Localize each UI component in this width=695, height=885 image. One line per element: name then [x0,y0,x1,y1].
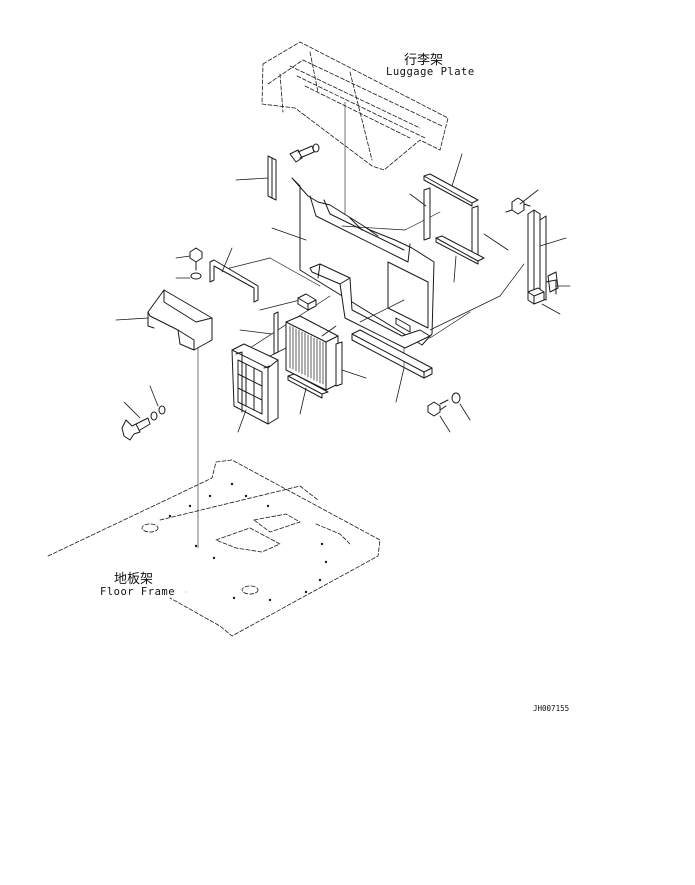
washers-left [150,405,166,421]
seal-frame-right [423,173,485,265]
u-handle [209,259,259,303]
bolt-right [505,197,531,215]
assembly-lines [221,211,525,357]
floor-frame-holes [168,482,328,602]
bolt-top [289,143,320,163]
grille-cover [231,343,279,425]
seal-thin-right [335,341,343,387]
floor-frame-label-cn: 地板架 [114,572,154,587]
drawing-code: JH007155 [533,704,570,713]
main-panel [291,177,435,346]
long-seal-bar [351,329,433,379]
luggage-plate-label-cn: 行李架 [404,53,444,68]
luggage-plate-label-en: Luggage Plate [386,66,475,78]
bolt-left [189,247,203,280]
block-center [297,293,317,311]
seal-left-top [267,155,277,201]
left-cover [147,289,213,351]
wing-bolt [121,417,151,441]
seal-thin-left [273,311,279,355]
bolt-bottom-right [427,392,461,417]
short-seal-bar [287,373,329,399]
clip-right [545,271,559,295]
floor-frame [47,459,381,637]
air-duct [309,263,431,349]
leader-lines [115,153,571,593]
block-right [527,287,545,305]
luggage-plate [261,41,449,171]
floor-frame-label-en: Floor Frame [100,586,176,598]
